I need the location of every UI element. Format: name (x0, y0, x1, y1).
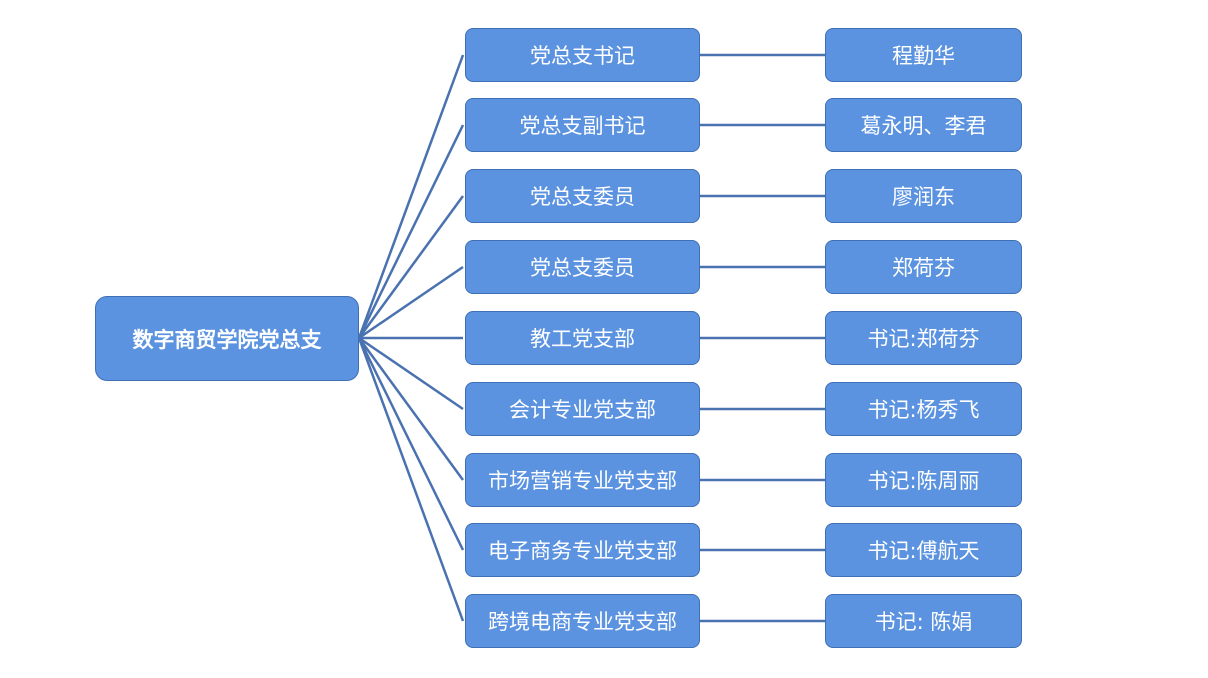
person-node: 书记:杨秀飞 (825, 382, 1022, 436)
person-node: 书记:傅航天 (825, 523, 1022, 577)
person-node: 廖润东 (825, 169, 1022, 223)
person-node: 郑荷芬 (825, 240, 1022, 294)
branch-node: 市场营销专业党支部 (465, 453, 700, 507)
branch-connector (357, 337, 465, 551)
branch-node: 教工党支部 (465, 311, 700, 365)
role-node: 党总支副书记 (465, 98, 700, 152)
branch-node: 会计专业党支部 (465, 382, 700, 436)
branch-connector (357, 337, 465, 622)
role-node: 党总支委员 (465, 240, 700, 294)
root-node: 数字商贸学院党总支 (95, 296, 359, 381)
branch-node: 跨境电商专业党支部 (465, 594, 700, 648)
person-node: 葛永明、李君 (825, 98, 1022, 152)
branch-connector (358, 336, 464, 411)
person-node: 书记:郑荷芬 (825, 311, 1022, 365)
branch-connector (357, 195, 465, 339)
person-node: 书记: 陈娟 (825, 594, 1022, 648)
role-node: 党总支委员 (465, 169, 700, 223)
role-node: 党总支书记 (465, 28, 700, 82)
branch-connector (357, 54, 465, 339)
branch-connector (357, 337, 465, 481)
branch-connector (358, 265, 464, 340)
person-node: 书记:陈周丽 (825, 453, 1022, 507)
person-node: 程勤华 (825, 28, 1022, 82)
branch-node: 电子商务专业党支部 (465, 523, 700, 577)
branch-connector (357, 124, 465, 339)
